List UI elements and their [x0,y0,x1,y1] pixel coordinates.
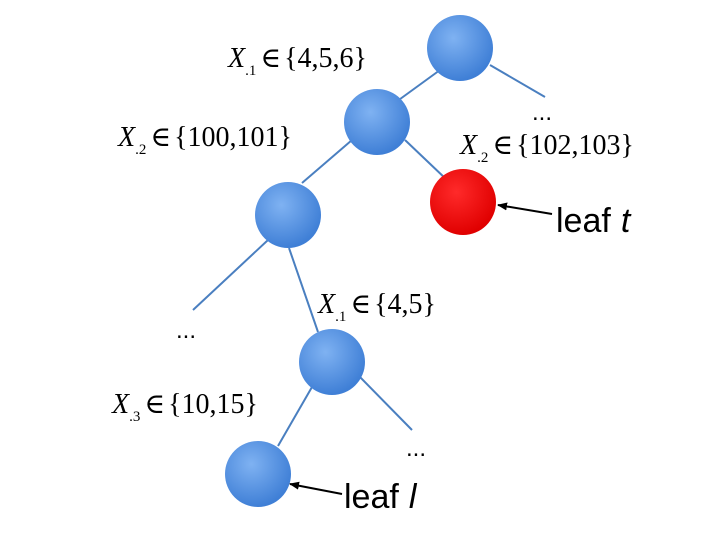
edge-n2-leaf-t [404,139,448,181]
edge-n4-leaf-l [277,386,313,447]
leaf-t-arrow [497,202,553,215]
ellipsis-level4-right: ... [406,435,426,462]
condition-level2-right: X.2∈{102,103} [459,130,634,166]
condition-root: X.1∈{4,5,6} [227,43,367,79]
edge-n4-right [357,374,413,431]
edge-n2-left [301,139,353,184]
condition-level4: X.1∈{4,5} [317,289,436,325]
edge-root-left [395,69,441,103]
root-node [427,15,493,81]
node-level4 [299,329,365,395]
leaf-t-node [430,169,496,235]
ellipsis-level3-left: ... [176,317,196,344]
edge-n3-n4 [288,247,319,333]
condition-level2-left: X.2∈{100,101} [117,122,292,158]
condition-level5: X.3∈{10,15} [111,389,258,425]
node-level2 [344,89,410,155]
edge-root-right [489,64,546,98]
node-level3 [255,182,321,248]
leaf-l-arrow [289,481,343,495]
ellipsis-root-right: ... [532,99,552,126]
leaf-l-node [225,441,291,507]
edge-n3-left [192,239,269,311]
